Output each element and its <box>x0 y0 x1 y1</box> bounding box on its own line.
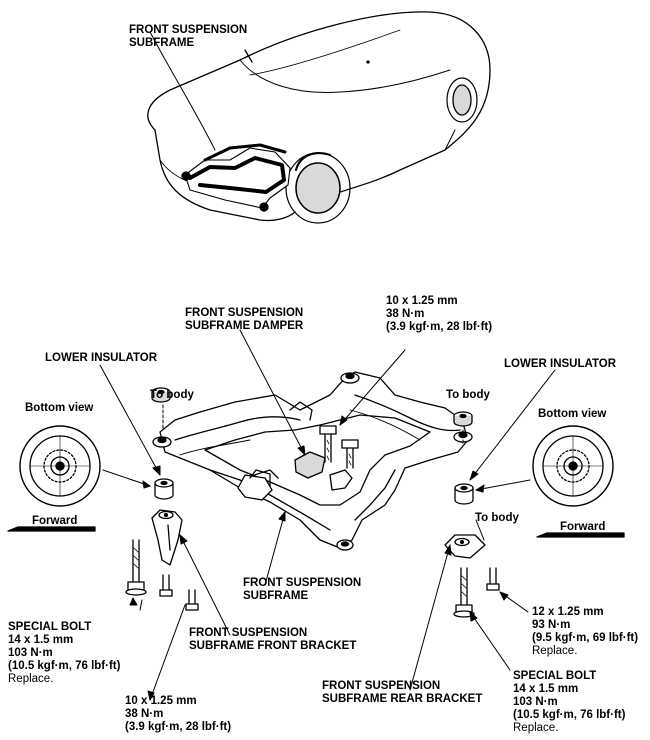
bottom-view-right <box>532 425 614 507</box>
label-front-bracket: FRONT SUSPENSION SUBFRAME FRONT BRACKET <box>189 627 357 652</box>
forward-arrow-left <box>7 526 96 532</box>
label-to-body-rear: To body <box>475 512 519 524</box>
damper-bolts <box>319 425 359 469</box>
label-top-torque: 10 x 1.25 mm 38 N·m (3.9 kgf·m, 28 lbf·f… <box>386 295 493 333</box>
left-insulators <box>151 387 183 566</box>
label-to-body-left: To body <box>150 389 194 401</box>
bottom-view-left <box>19 425 101 507</box>
label-subframe-damper: FRONT SUSPENSION SUBFRAME DAMPER <box>185 307 304 332</box>
label-bottom-torque: 10 x 1.25 mm 38 N·m (3.9 kgf·m, 28 lbf·f… <box>125 695 232 733</box>
label-rear-bracket: FRONT SUSPENSION SUBFRAME REAR BRACKET <box>322 680 483 705</box>
label-bottom-view-right: Bottom view <box>538 408 607 420</box>
label-subframe-car: FRONT SUSPENSION SUBFRAME <box>129 24 248 49</box>
label-subframe-main: FRONT SUSPENSION SUBFRAME <box>243 577 362 602</box>
label-lower-insulator-right: LOWER INSULATOR <box>504 358 617 370</box>
label-lower-insulator-left: LOWER INSULATOR <box>45 352 158 364</box>
label-bottom-view-left: Bottom view <box>25 402 94 414</box>
label-to-body-right: To body <box>446 389 490 401</box>
label-forward-right: Forward <box>560 521 606 533</box>
right-insulators <box>444 411 486 559</box>
label-special-bolt-right: SPECIAL BOLT 14 x 1.5 mm 103 N·m (10.5 k… <box>513 670 626 734</box>
label-right-torque: 12 x 1.25 mm 93 N·m (9.5 kgf·m, 69 lbf·f… <box>532 606 639 657</box>
car-silhouette <box>147 11 491 224</box>
subframe-main <box>152 371 473 551</box>
leader-lines <box>99 329 556 701</box>
left-bolts <box>125 539 199 611</box>
forward-arrow-right <box>536 532 625 538</box>
label-forward-left: Forward <box>32 515 78 527</box>
right-bolts <box>453 567 500 618</box>
label-special-bolt-left: SPECIAL BOLT 14 x 1.5 mm 103 N·m (10.5 k… <box>8 621 121 685</box>
